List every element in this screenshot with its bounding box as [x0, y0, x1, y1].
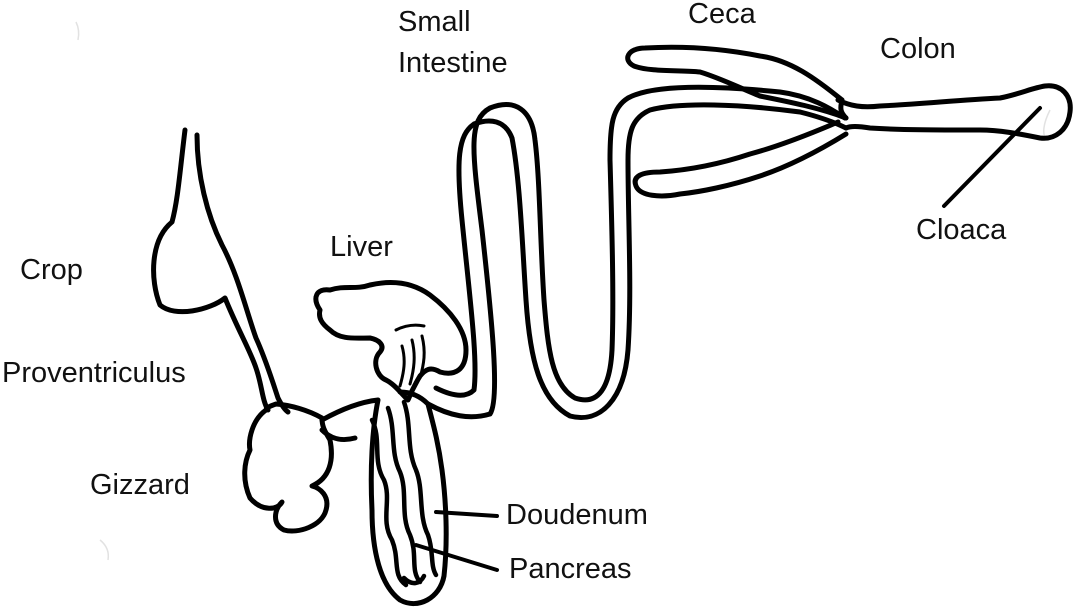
gizzard-shape	[245, 404, 332, 531]
cloaca-label: Cloaca	[916, 213, 1006, 248]
liver-label: Liver	[330, 230, 393, 265]
ceca-shape	[628, 47, 846, 196]
small-intestine-shape	[428, 87, 846, 417]
proventriculus-label: Proventriculus	[2, 356, 186, 391]
colon-label: Colon	[880, 32, 956, 67]
liver-shape	[316, 282, 466, 400]
cloaca-leader-line	[944, 108, 1040, 206]
gizzard-label: Gizzard	[90, 468, 190, 503]
duodenum-shape	[322, 392, 446, 604]
doudenum-label: Doudenum	[506, 498, 648, 533]
pancreas-label: Pancreas	[509, 552, 632, 587]
small-intestine-label-line1: Small	[398, 5, 471, 40]
pancreas-leader-line	[416, 545, 497, 570]
crop-label: Crop	[20, 253, 83, 288]
small-intestine-label-line2: Intestine	[398, 46, 508, 81]
ceca-label: Ceca	[688, 0, 756, 32]
